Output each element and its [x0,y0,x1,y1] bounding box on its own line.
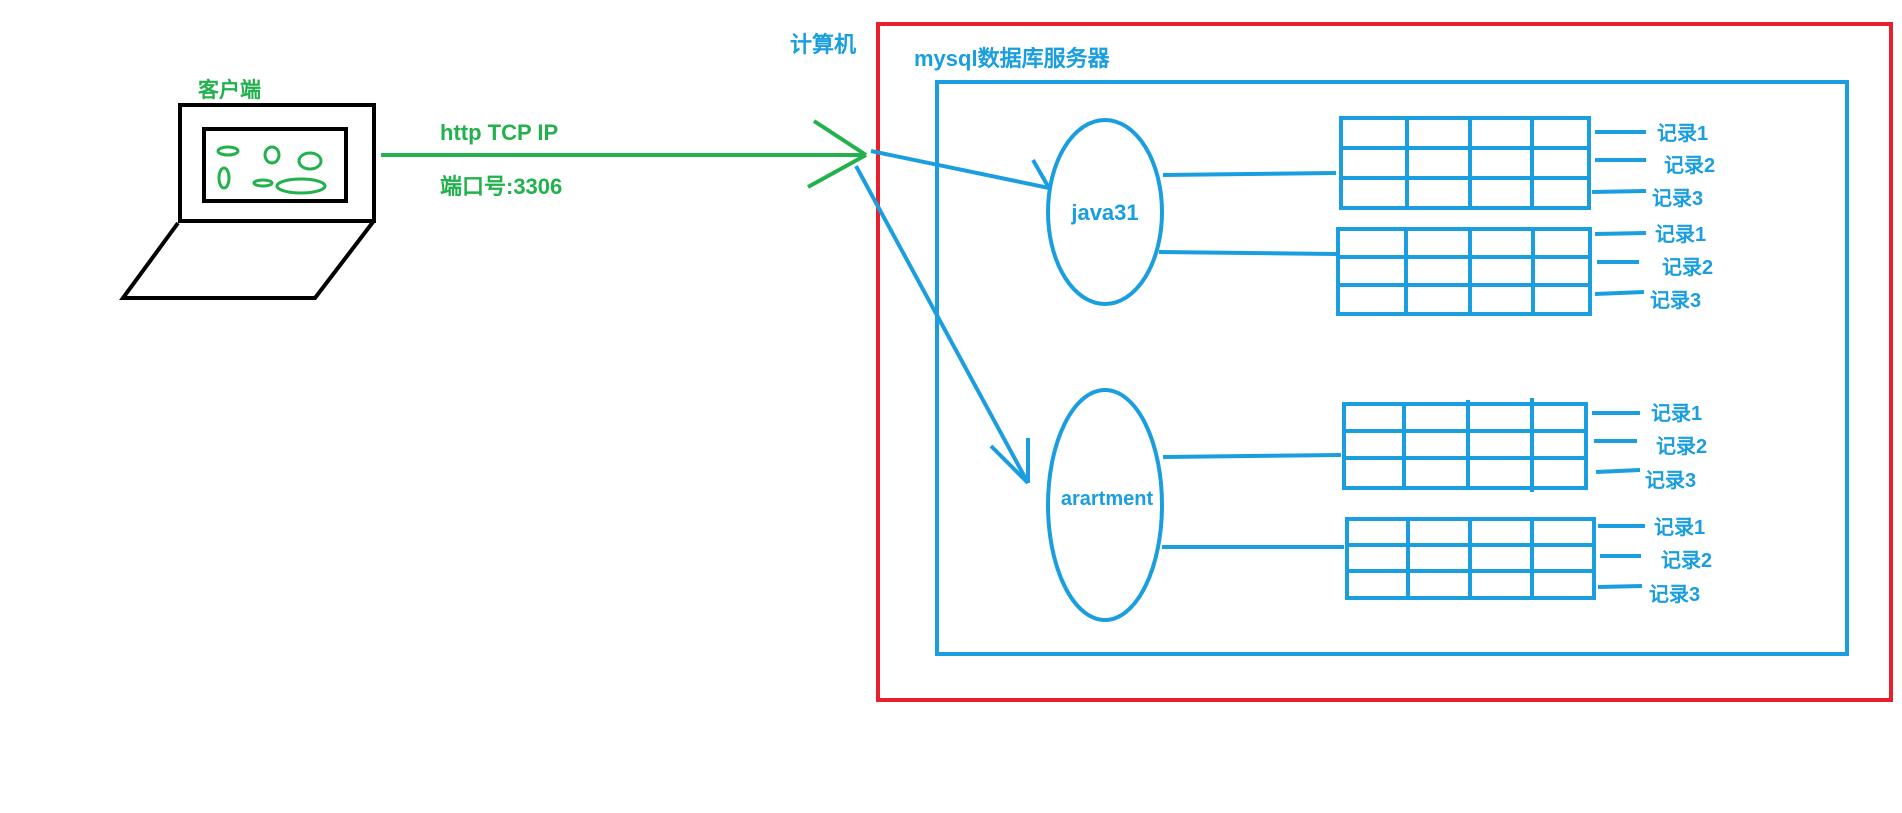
database-ellipse [1046,388,1164,622]
protocol-label: http TCP IP [440,120,558,145]
server-label: mysql数据库服务器 [914,46,1111,71]
client-label: 客户端 [198,78,261,102]
connection-arrow [381,119,868,189]
client-laptop [119,103,376,300]
record-label: 记录2 [1656,435,1707,458]
record-label: 记录2 [1664,154,1715,177]
computer-box [876,22,1893,702]
screen-blob [297,151,323,171]
db-arrow-arartment [854,165,1030,485]
record-label: 记录3 [1650,289,1701,312]
record-label: 记录3 [1652,187,1703,210]
database-name: java31 [1070,200,1138,225]
screen-blob [252,178,274,188]
table-grid [1339,116,1591,210]
screen-blob [217,166,231,190]
record-label: 记录2 [1661,549,1712,572]
record-label: 记录1 [1655,223,1706,246]
record-label: 记录1 [1654,516,1705,539]
server-box [935,80,1849,656]
database-arartment: arartment 记录1 记录2 记录3 记录1 记录2 [1046,388,1712,622]
port-label: 端口号:3306 [440,174,562,199]
table-grid [1342,398,1588,492]
laptop-base [119,220,375,300]
record-label: 记录3 [1649,583,1700,606]
computer-label: 计算机 [790,32,856,57]
screen-blob [216,145,240,157]
laptop-inner-screen [202,127,348,203]
database-ellipse [1046,118,1164,306]
laptop-screen [178,103,376,223]
record-label: 记录1 [1657,122,1708,145]
db-arrow-java31 [870,149,1051,190]
screen-blob [275,177,327,195]
database-java31: java31 记录1 记录2 记录3 记录1 记录2 记录3 [1046,116,1715,316]
screen-blob [263,145,281,165]
table-grid [1345,517,1596,600]
record-label: 记录2 [1662,256,1713,279]
record-label: 记录1 [1651,402,1702,425]
record-label: 记录3 [1645,469,1696,492]
database-name: arartment [1061,488,1154,510]
table-grid [1336,227,1592,316]
